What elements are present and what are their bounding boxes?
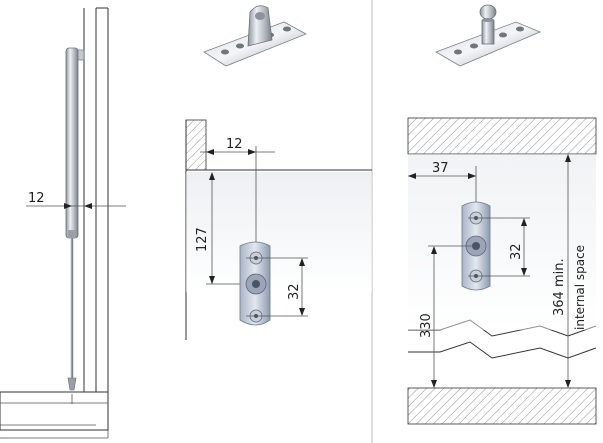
right-dim-32: 32 [509,243,524,260]
right-dim-internal-space: internal space [573,245,587,330]
left-panel: 12 [0,7,126,439]
right-panel: 37 32 330 364 min. internal space [407,4,597,425]
gas-spring [65,47,85,391]
right-dim-364-min: 364 min. [552,258,567,316]
middle-dim-32: 32 [287,283,302,300]
right-dim-330: 330 [419,313,434,338]
right-mounting-stud [435,4,542,67]
left-dim-12: 12 [28,191,45,206]
middle-mounting-plate [203,5,307,67]
middle-dim-top-12: 12 [226,137,243,152]
middle-dim-127: 127 [195,227,210,252]
right-dim-37: 37 [432,161,449,176]
middle-mounting-block [239,241,271,326]
middle-panel: 12 127 32 [185,5,372,340]
